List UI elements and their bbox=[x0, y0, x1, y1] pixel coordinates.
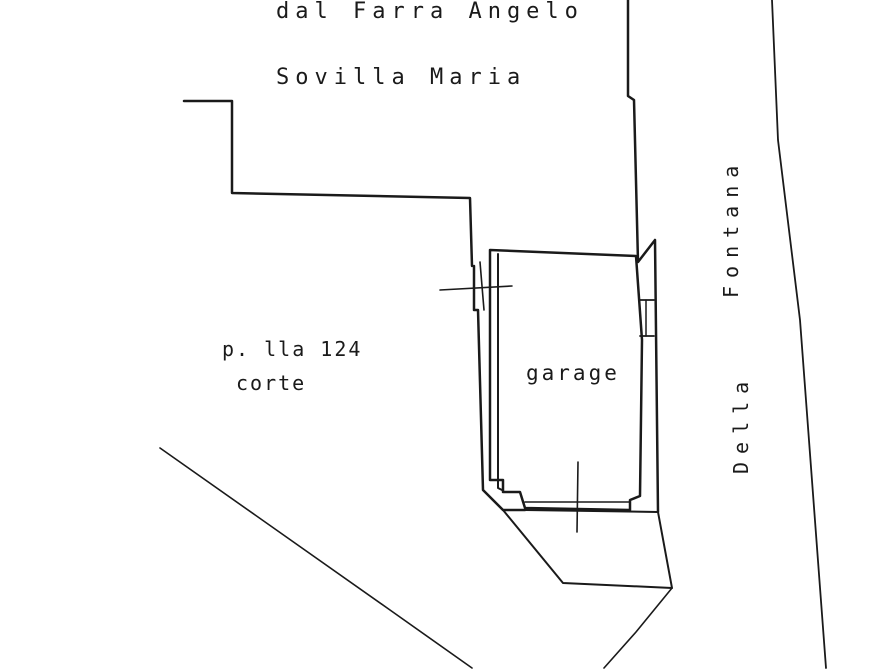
street-name-fontana: Fontana bbox=[719, 158, 743, 298]
diagonal-lines bbox=[159, 447, 673, 669]
parcel-label: p. lla 124 bbox=[222, 337, 362, 361]
parcel-use-label: corte bbox=[236, 371, 306, 395]
section-marks bbox=[439, 261, 631, 533]
owner-name-2: Sovilla Maria bbox=[276, 65, 526, 90]
driveway-outline bbox=[502, 509, 673, 589]
garage-label: garage bbox=[526, 361, 620, 385]
street-name-della: Della bbox=[729, 374, 753, 474]
property-boundary bbox=[182, 0, 660, 514]
street-edges bbox=[771, 0, 827, 669]
owner-name-1: dal Farra Angelo bbox=[276, 0, 584, 24]
